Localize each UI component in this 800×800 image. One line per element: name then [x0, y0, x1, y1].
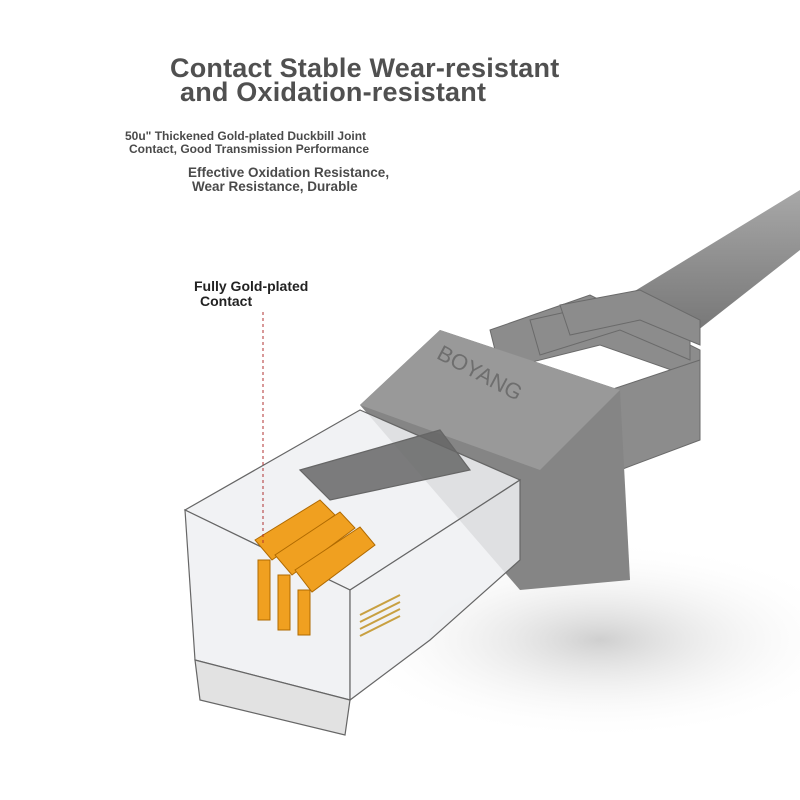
feature-oxidation-resistance: Effective Oxidation Resistance, Wear Res… — [188, 166, 389, 194]
gold-contacts — [254, 499, 376, 636]
feature-2-line-2: Wear Resistance, Durable — [192, 179, 358, 194]
feature-2-line-1: Effective Oxidation Resistance, — [188, 165, 390, 180]
feature-1-line-1: 50u" Thickened Gold-plated Duckbill Join… — [125, 129, 367, 143]
boot-ribs — [489, 289, 701, 471]
callout-line-1: Fully Gold-plated — [194, 278, 309, 294]
headline: Contact Stable Wear-resistant and Oxidat… — [170, 53, 560, 107]
headline-line-2: and Oxidation-resistant — [180, 77, 487, 107]
headline-line-1: Contact Stable Wear-resistant — [170, 53, 560, 83]
feature-1-line-2: Contact, Good Transmission Performance — [129, 142, 370, 156]
feature-duckbill-contact: 50u" Thickened Gold-plated Duckbill Join… — [125, 130, 369, 156]
callout-line-2: Contact — [200, 293, 253, 309]
side-contact-pins — [359, 594, 401, 637]
callout-gold-contact: Fully Gold-plated Contact — [194, 279, 308, 309]
